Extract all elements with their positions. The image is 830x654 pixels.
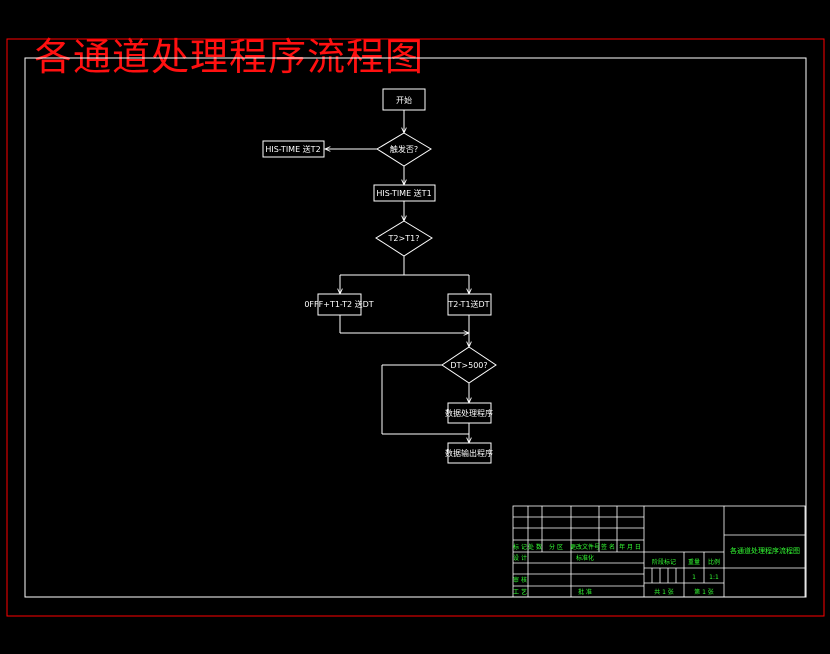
inner-border (24, 57, 807, 598)
start-label: 开始 (396, 95, 412, 105)
right-box-label: T2-T1送DT (447, 299, 489, 309)
tb-weight-value: 1 (692, 574, 696, 581)
left-box-label: 0FFF+T1-T2 送DT (304, 299, 373, 309)
tb-sheet-no: 第 1 张 (694, 588, 714, 596)
tb-mark: 标 记 (513, 543, 527, 551)
tb-stage: 阶段标记 (652, 558, 676, 566)
outer-border (6, 38, 825, 617)
process-b-label: 数据输出程序 (445, 448, 493, 458)
decision-triggered-label: 触发否? (390, 144, 418, 154)
tb-weight: 重量 (688, 558, 700, 566)
drawing-title: 各通道处理程序流程图 (34, 35, 425, 79)
title-block (512, 505, 806, 598)
tb-zone: 分 区 (549, 543, 563, 551)
tb-scale-value: 1:1 (709, 574, 719, 581)
tb-change-no: 更改文件号 (570, 543, 600, 551)
process-b-box (447, 442, 492, 464)
tb-scale: 比例 (708, 558, 720, 566)
side-box (262, 140, 325, 158)
tb-date: 年 月 日 (619, 543, 641, 551)
tb-count: 处 数 (528, 543, 542, 551)
side-box-label: HIS-TIME 送T2 (265, 144, 320, 154)
tb-approve: 批 准 (578, 588, 592, 596)
process-a-label: 数据处理程序 (445, 408, 493, 418)
flowchart (262, 88, 497, 464)
tb-design: 设 计 (513, 554, 527, 562)
decision-compare-label: T2>T1? (388, 234, 420, 243)
tb-signature: 签 名 (601, 543, 615, 551)
tb-standard: 标准化 (576, 554, 594, 562)
record-t1-label: HIS-TIME 送T1 (376, 188, 431, 198)
tb-drawing-title: 各通道处理程序流程图 (730, 546, 800, 555)
decision-dt-label: DT>500? (450, 361, 487, 370)
tb-review: 审 核 (513, 576, 527, 584)
tb-sheets-total: 共 1 张 (654, 588, 674, 596)
tb-process: 工 艺 (513, 588, 527, 596)
